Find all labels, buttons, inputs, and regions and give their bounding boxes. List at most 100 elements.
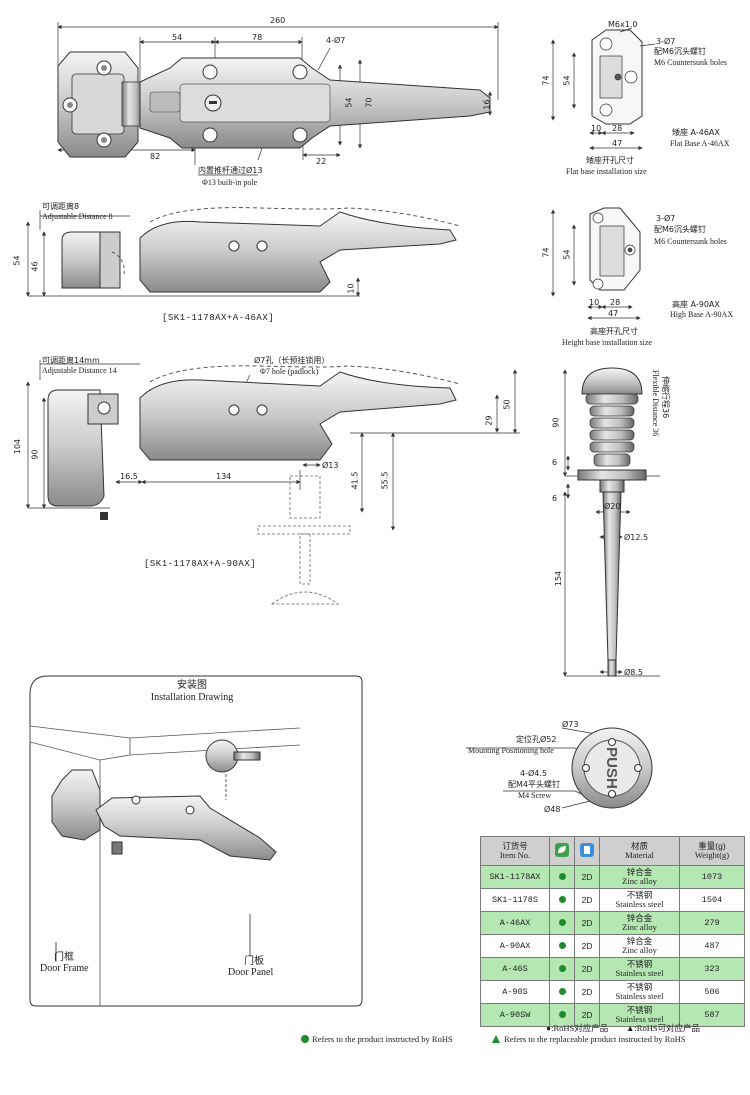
header-weight-cn: 重量(g) bbox=[698, 841, 726, 851]
cell-weight: 506 bbox=[679, 980, 745, 1004]
cell-finish: 2D bbox=[574, 888, 600, 912]
high-name-en: High Base A-90AX bbox=[670, 310, 734, 319]
cell-item: A-90S bbox=[480, 980, 550, 1004]
install-frame-cn: 门框 bbox=[54, 952, 74, 963]
high-d10: 10 bbox=[589, 298, 600, 307]
cell-item: SK1-1178S bbox=[480, 888, 550, 912]
legend-en-1: Refers to the product instructed by RoHS bbox=[312, 1034, 453, 1044]
cell-finish: 2D bbox=[574, 957, 600, 981]
plate-screw-count: 4-Ø4.5 bbox=[520, 769, 547, 778]
cell-weight: 487 bbox=[679, 934, 745, 958]
a90-adj-cn: 可调距离14mm bbox=[42, 356, 100, 365]
a46-h54: 54 bbox=[12, 255, 22, 266]
a90-d165: 16.5 bbox=[120, 472, 138, 481]
flat-d47: 47 bbox=[612, 139, 623, 148]
install-frame-en: Door Frame bbox=[40, 963, 89, 974]
cell-item: A-46S bbox=[480, 957, 550, 981]
a90-h29: 29 bbox=[484, 415, 494, 426]
material-en: Zinc alloy bbox=[622, 945, 657, 955]
dim-82: 82 bbox=[150, 152, 161, 161]
legend-cn-2: ▲:RoHS可对应产品 bbox=[626, 1023, 701, 1033]
pole-label-cn: 内置推杆通过Ø13 bbox=[198, 166, 263, 175]
a90-h104: 104 bbox=[13, 438, 23, 455]
push-rod-drawing bbox=[562, 367, 660, 677]
rohs-dot-icon bbox=[558, 987, 566, 995]
cell-weight: 279 bbox=[679, 911, 745, 935]
high-name-cn: 高座 A-90AX bbox=[672, 300, 720, 309]
material-en: Stainless steel bbox=[615, 968, 664, 978]
rod-flex-cn: 伸缩行程36 bbox=[661, 376, 670, 419]
material-cn: 不锈钢 bbox=[626, 982, 653, 992]
flat-d28: 28 bbox=[612, 124, 623, 133]
install-panel-cn: 门板 bbox=[244, 956, 264, 967]
install-title-cn: 安装图 bbox=[177, 680, 207, 691]
side-view-a46-drawing bbox=[25, 207, 461, 297]
a90-d134: 134 bbox=[216, 472, 232, 481]
cell-weight: 1504 bbox=[679, 888, 745, 912]
side-view-a90-drawing bbox=[25, 360, 520, 605]
install-panel-en: Door Panel bbox=[228, 967, 274, 978]
flat-name-cn: 矮座 A-46AX bbox=[672, 128, 720, 137]
dim-overall: 260 bbox=[270, 16, 286, 25]
cell-rohs bbox=[549, 957, 575, 981]
cell-rohs bbox=[549, 865, 575, 889]
material-cn: 不锈钢 bbox=[626, 890, 653, 900]
header-weight: 重量(g) Weight(g) bbox=[679, 836, 745, 866]
a90-adj-en: Adjustable Distance 14 bbox=[42, 366, 117, 375]
dim-h16: 16 bbox=[482, 99, 492, 110]
high-base-drawing bbox=[550, 207, 641, 321]
flat-d10: 10 bbox=[591, 124, 602, 133]
high-holes-en: M6 Countersunk holes bbox=[654, 237, 727, 246]
dim-22: 22 bbox=[316, 157, 327, 166]
rod-h6a: 6 bbox=[552, 458, 558, 467]
a46-model: [SK1-1178AX+A-46AX] bbox=[162, 313, 275, 323]
flat-holes-cn: 配M6沉头螺钉 bbox=[654, 47, 706, 56]
rod-d125: Ø12.5 bbox=[624, 533, 649, 542]
push-label: PUSH bbox=[603, 747, 620, 789]
rod-h6b: 6 bbox=[552, 494, 558, 503]
pole-label-en: Φ13 built-in pole bbox=[202, 178, 258, 187]
a46-adj-en: Adjustable Distance 8 bbox=[42, 212, 113, 221]
a90-hole-en: Φ7 hole (padlock) bbox=[260, 367, 319, 376]
cell-finish: 2D bbox=[574, 1003, 600, 1027]
header-item-cn: 订货号 bbox=[502, 841, 528, 851]
cell-rohs bbox=[549, 911, 575, 935]
dim-78: 78 bbox=[252, 33, 263, 42]
rohs-dot-icon bbox=[558, 895, 566, 903]
installation-drawing bbox=[29, 675, 363, 1007]
cell-rohs bbox=[549, 980, 575, 1004]
material-en: Zinc alloy bbox=[622, 876, 657, 886]
plate-d48: Ø48 bbox=[544, 805, 561, 814]
header-item-en: Item No. bbox=[499, 850, 531, 860]
header-material-en: Material bbox=[625, 850, 654, 860]
rohs-dot-icon bbox=[558, 1010, 566, 1018]
plate-pos-en: Mounting Positioning hole bbox=[468, 746, 554, 755]
rohs-dot-icon bbox=[558, 918, 566, 926]
a90-h555: 55.5 bbox=[380, 471, 390, 490]
a90-h90: 90 bbox=[30, 449, 40, 460]
legend-triangle-icon bbox=[492, 1035, 500, 1043]
dim-holes: 4-Ø7 bbox=[326, 36, 346, 45]
flat-holes-en: M6 Countersunk holes bbox=[654, 58, 727, 67]
plate-screw-en: M4 Screw bbox=[518, 791, 552, 800]
install-title-en: Installation Drawing bbox=[150, 692, 234, 703]
cell-weight: 1073 bbox=[679, 865, 745, 889]
cell-item: A-90SW bbox=[480, 1003, 550, 1027]
header-weight-en: Weight(g) bbox=[694, 850, 730, 860]
dim-54: 54 bbox=[172, 33, 183, 42]
rohs-dot-icon bbox=[558, 964, 566, 972]
material-cn: 锌合金 bbox=[626, 867, 653, 877]
material-en: Stainless steel bbox=[615, 899, 664, 909]
dim-h54: 54 bbox=[344, 97, 354, 108]
table-header-row: 订货号 Item No. 材质 Material 重量(g) Weight(g) bbox=[480, 836, 745, 866]
plate-screw-cn: 配M4平头螺钉 bbox=[508, 780, 560, 789]
cell-finish: 2D bbox=[574, 911, 600, 935]
